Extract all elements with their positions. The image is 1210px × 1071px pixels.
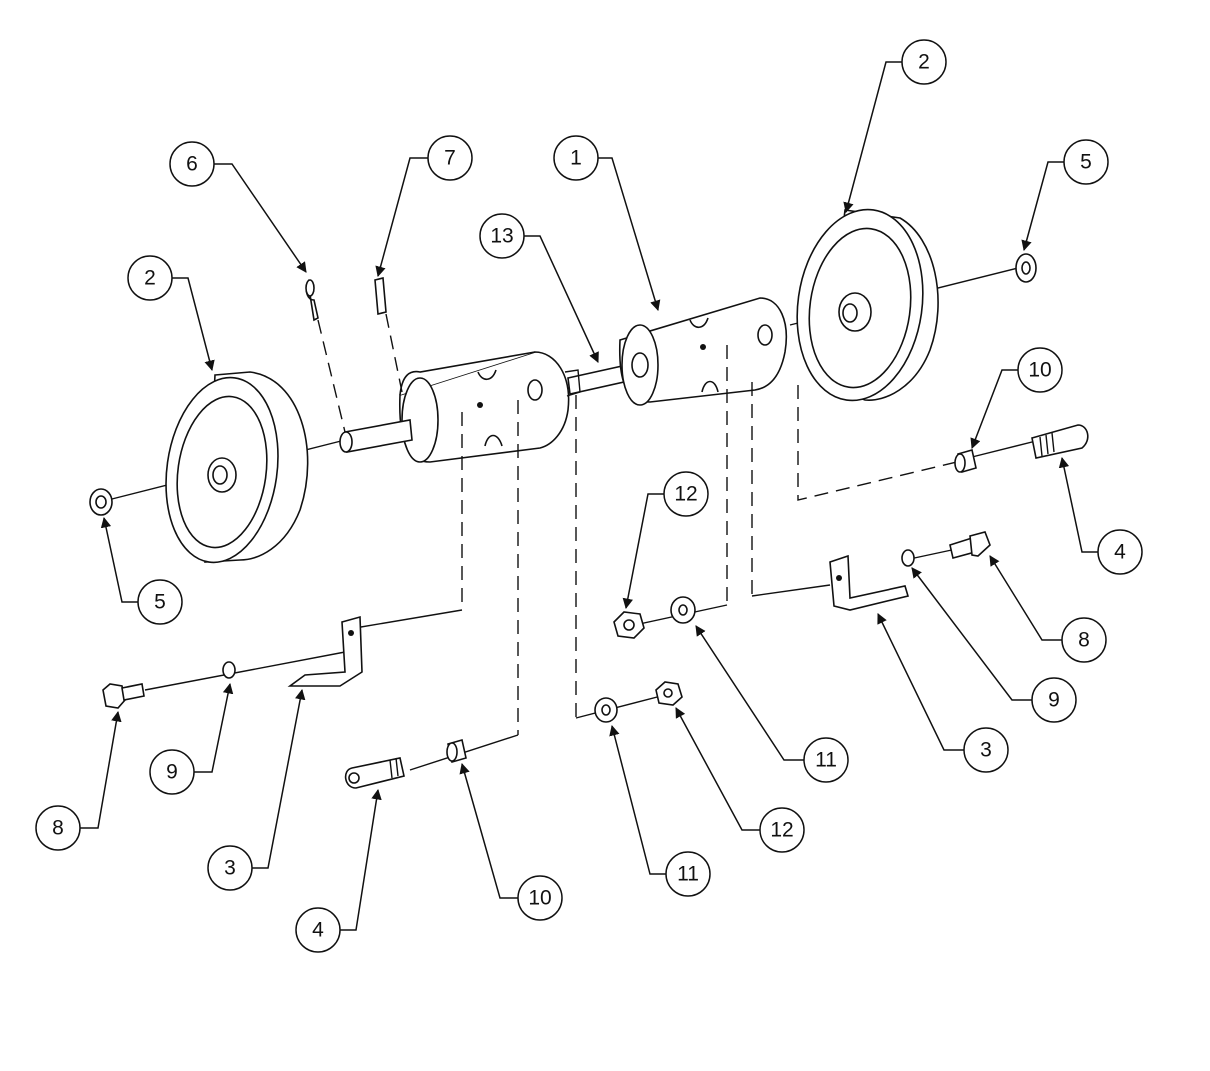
callout-label: 8 — [52, 817, 64, 840]
callout-13: 13 — [479, 213, 525, 259]
bushing-left — [446, 738, 467, 764]
leader-11b — [609, 724, 666, 875]
leader-9b — [911, 567, 1032, 701]
callout-11-upper: 11 — [803, 737, 849, 783]
leader-5b — [1021, 161, 1064, 252]
bracket-left — [287, 615, 363, 687]
flat-washer-lower — [594, 697, 618, 723]
callout-9-right: 9 — [1031, 677, 1077, 723]
callout-8-left: 8 — [35, 805, 81, 851]
callout-7: 7 — [427, 135, 473, 181]
callout-9-left: 9 — [149, 749, 195, 795]
pin7-alignment — [385, 313, 403, 393]
callout-1: 1 — [553, 135, 599, 181]
leader-3b — [877, 613, 964, 751]
callout-label: 2 — [144, 267, 156, 290]
wheel-right — [796, 208, 939, 402]
hex-nut-upper — [613, 611, 645, 639]
align-right-wheel-pivot — [797, 385, 966, 501]
callout-label: 3 — [980, 739, 992, 762]
callout-label: 4 — [1114, 541, 1126, 564]
callout-label: 5 — [1080, 151, 1092, 174]
lock-washer-right — [901, 549, 915, 567]
leader-8b — [989, 555, 1062, 641]
nut-lower-line — [575, 694, 666, 719]
leader-3a — [252, 688, 306, 869]
callout-label: 2 — [918, 51, 930, 74]
callout-6: 6 — [169, 141, 215, 187]
bracket-right-line — [751, 584, 831, 597]
callout-12-upper: 12 — [663, 471, 709, 517]
callout-11-lower: 11 — [665, 851, 711, 897]
bracket-right — [829, 554, 910, 611]
leader-2a — [172, 277, 215, 372]
callout-label: 1 — [570, 147, 582, 170]
leader-12a — [622, 493, 664, 610]
callout-label: 11 — [677, 863, 699, 886]
leader-5a — [100, 516, 138, 603]
washer-left — [89, 488, 113, 516]
callout-label: 7 — [444, 147, 456, 170]
pin6-alignment — [317, 319, 346, 433]
callout-4-right: 4 — [1097, 529, 1143, 575]
leader-8a — [80, 710, 122, 829]
wheel-left — [165, 371, 309, 564]
callout-label: 3 — [224, 857, 236, 880]
callout-2-left: 2 — [127, 255, 173, 301]
callout-label: 10 — [528, 887, 551, 910]
cotter-pin — [305, 279, 319, 322]
callout-3-right: 3 — [963, 727, 1009, 773]
leader-6 — [214, 163, 307, 273]
callout-label: 12 — [770, 819, 793, 842]
pivot-bolt-right — [1031, 424, 1089, 459]
callout-label: 4 — [312, 919, 324, 942]
leader-1 — [598, 157, 661, 312]
leader-9a — [194, 682, 234, 773]
bushing-right — [954, 448, 977, 474]
hex-nut-lower — [655, 681, 683, 706]
callout-label: 9 — [166, 761, 178, 784]
bracket-left-line — [354, 609, 463, 629]
callout-label: 8 — [1078, 629, 1090, 652]
hex-bolt-right — [949, 531, 991, 559]
leader-11a — [695, 625, 804, 761]
callout-10-right: 10 — [1017, 347, 1063, 393]
pivot-centerline-right — [967, 439, 1041, 459]
leader-2b — [843, 61, 902, 214]
leader-7 — [375, 157, 428, 278]
callout-10-left: 10 — [517, 875, 563, 921]
leader-12b — [675, 707, 760, 831]
callout-label: 11 — [815, 749, 837, 772]
callout-12-lower: 12 — [759, 807, 805, 853]
housing-block-right — [618, 297, 787, 406]
callout-label: 13 — [490, 225, 513, 248]
callout-label: 9 — [1048, 689, 1060, 712]
washer-right — [1015, 253, 1037, 283]
callout-label: 5 — [154, 591, 166, 614]
housing-block-left — [399, 351, 570, 463]
leader-4b — [340, 788, 382, 931]
callout-4-left: 4 — [295, 907, 341, 953]
lock-washer-left — [222, 661, 236, 679]
callout-label: 10 — [1028, 359, 1051, 382]
roll-pin — [374, 276, 387, 316]
leader-10b — [459, 762, 518, 899]
callout-5-right: 5 — [1063, 139, 1109, 185]
callout-2-right: 2 — [901, 39, 947, 85]
leader-10a — [970, 369, 1018, 449]
pivot-bolt-left — [344, 757, 405, 789]
callout-3-left: 3 — [207, 845, 253, 891]
callout-5-left: 5 — [137, 579, 183, 625]
callout-8-right: 8 — [1061, 617, 1107, 663]
shaft-stub-left — [339, 419, 413, 453]
bolt-left-line — [144, 651, 346, 691]
leader-4a — [1058, 456, 1098, 553]
flat-washer-upper — [670, 596, 696, 624]
hex-bolt-left — [102, 683, 145, 709]
callout-label: 6 — [186, 153, 198, 176]
leader-13 — [524, 235, 599, 363]
callout-label: 12 — [674, 483, 697, 506]
